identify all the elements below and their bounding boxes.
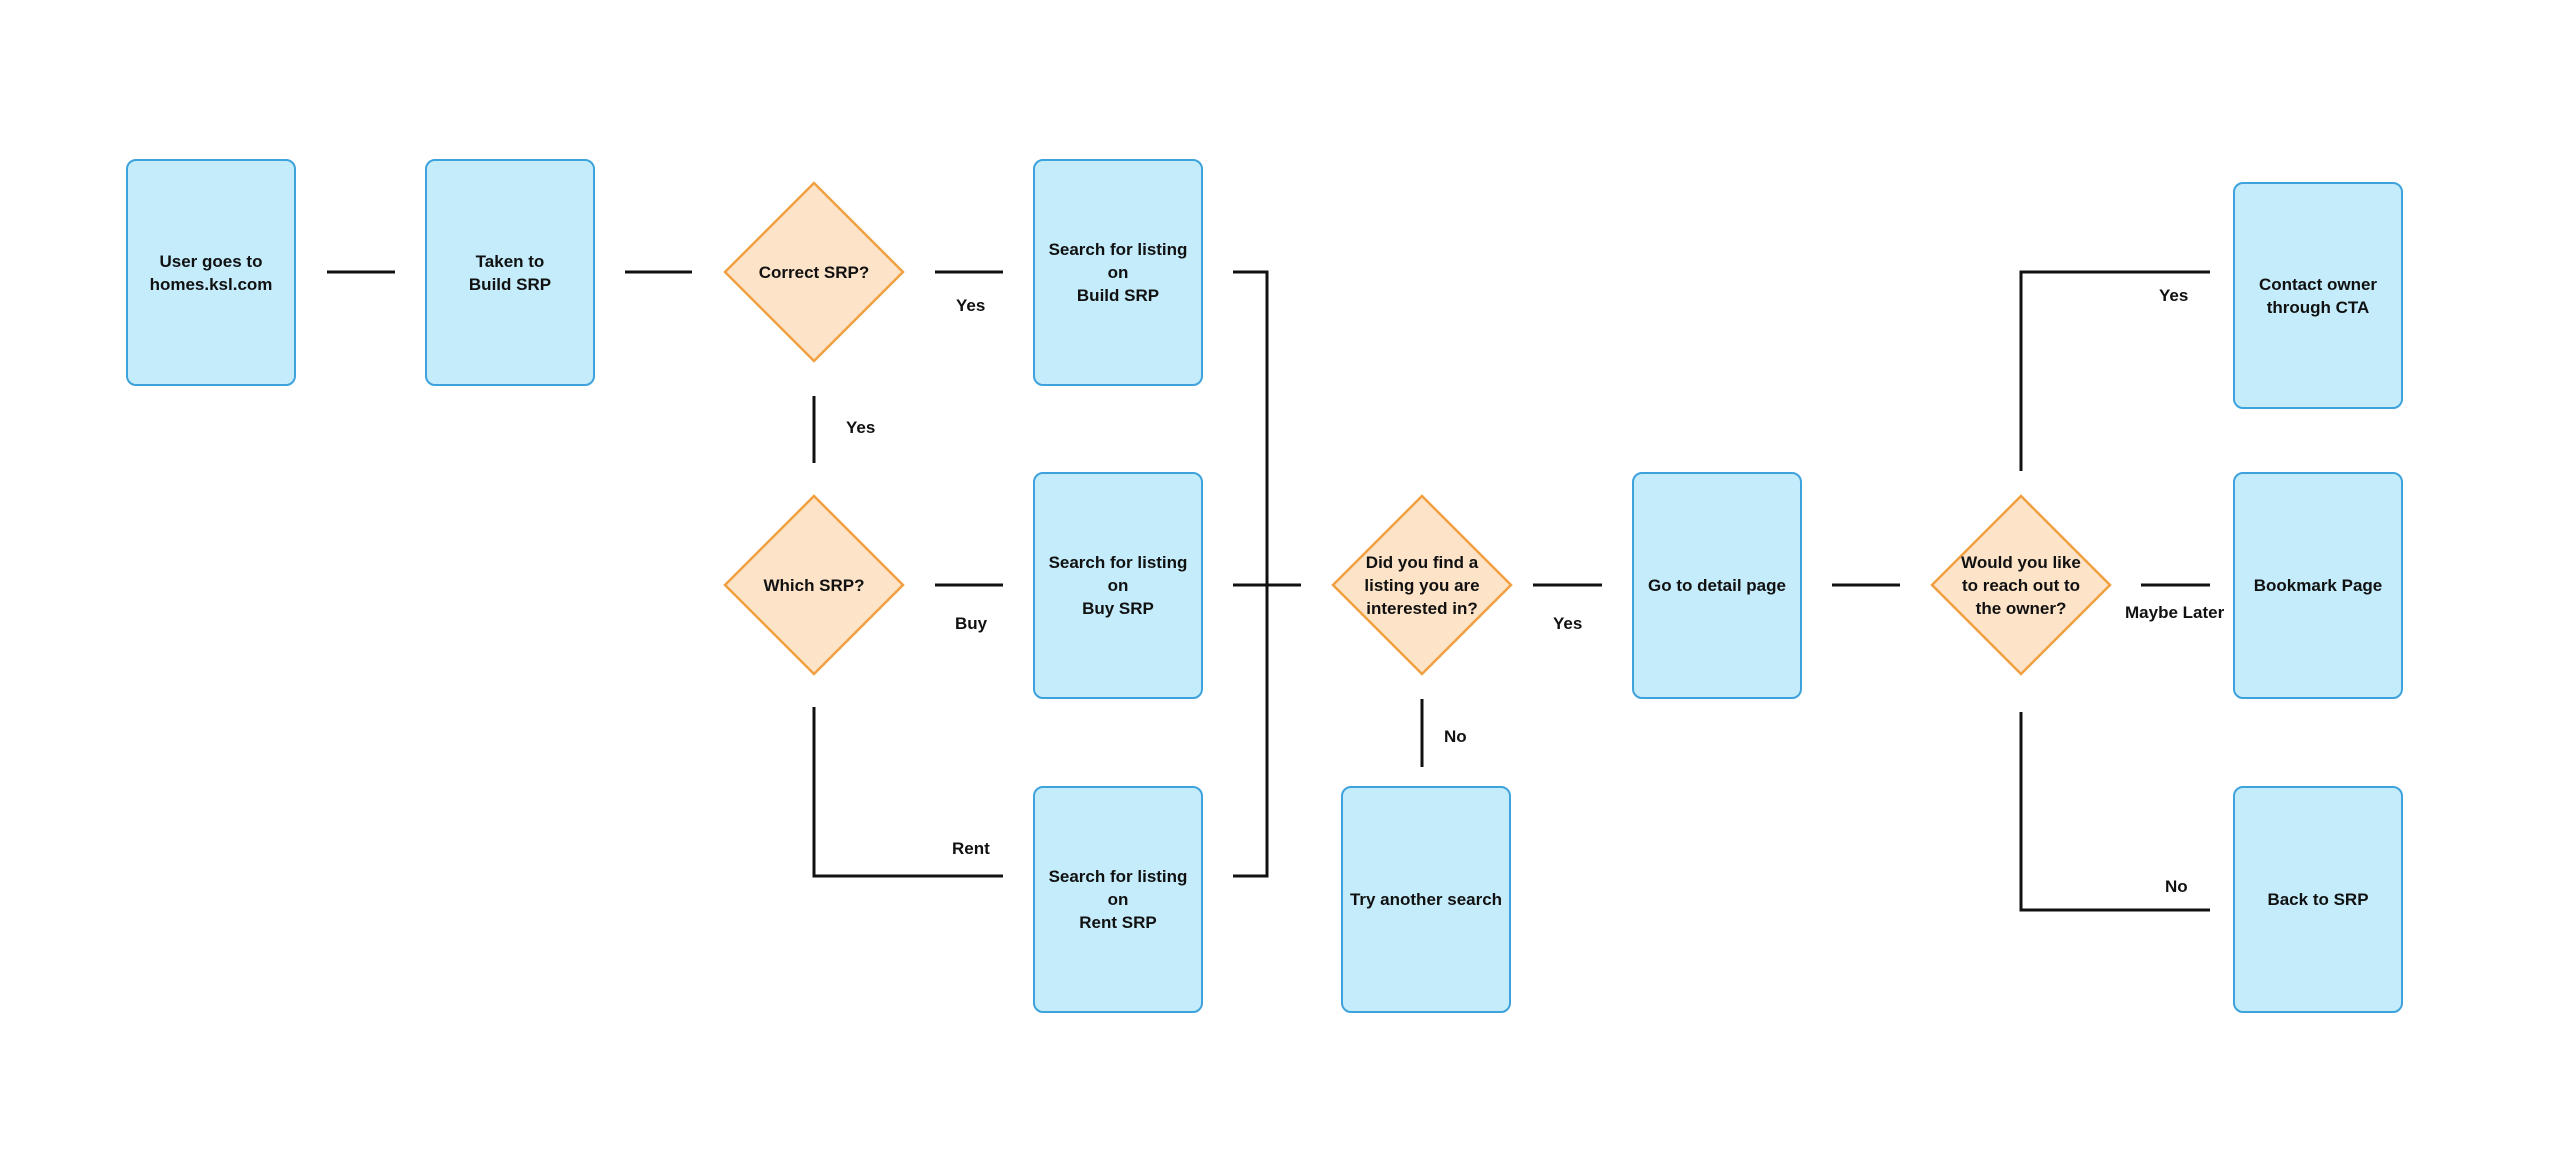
edge-label-maybe-later: Maybe Later (2125, 603, 2225, 622)
diamond-shape (1930, 494, 2112, 676)
decision-reach-owner: Would you like to reach out to the owner… (1929, 493, 2113, 677)
node-label: Taken to Build SRP (468, 251, 552, 294)
connector-reach-to-contact (2019, 270, 2210, 471)
edge-label-found-yes: Yes (1553, 614, 1583, 633)
diamond-shape (1331, 494, 1513, 676)
edge-label-found-no: No (1444, 727, 1467, 746)
node-label: Contact owner through CTA (2258, 274, 2378, 317)
decision-found-listing: Did you find a listing you are intereste… (1330, 493, 1514, 677)
node-label: Go to detail page (1648, 576, 1786, 595)
connector-reach-to-back (2019, 712, 2210, 912)
node-label: Search for listing on Rent SRP (1048, 867, 1188, 932)
connector-search-merge (1233, 270, 1269, 878)
connector-which-to-search-rent (812, 707, 1003, 878)
node-label: User goes to homes.ksl.com (149, 251, 273, 294)
decision-label: Which SRP? (763, 575, 865, 595)
decision-which-srp: Which SRP? (722, 493, 906, 677)
edge-label-owner-no: No (2165, 877, 2188, 896)
edge-label-buy: Buy (955, 614, 988, 633)
node-label: Search for listing on Build SRP (1048, 240, 1188, 305)
edge-label-which-yes: Yes (846, 418, 876, 437)
decision-label: Did you find a listing you are intereste… (1364, 552, 1480, 618)
node-search-build-srp: Search for listing on Build SRP (1033, 159, 1203, 386)
decision-correct-srp: Correct SRP? (722, 180, 906, 364)
node-try-another-search: Try another search (1341, 786, 1511, 1013)
decision-label: Would you like to reach out to the owner… (1961, 552, 2081, 618)
diamond-shape (723, 181, 905, 363)
edge-label-contact-yes: Yes (2159, 286, 2189, 305)
node-go-to-detail-page: Go to detail page (1632, 472, 1802, 699)
node-label: Search for listing on Buy SRP (1048, 553, 1188, 618)
node-bookmark-page: Bookmark Page (2233, 472, 2403, 699)
node-label: Bookmark Page (2253, 576, 2383, 595)
node-taken-to-build-srp: Taken to Build SRP (425, 159, 595, 386)
node-back-to-srp: Back to SRP (2233, 786, 2403, 1013)
edge-label-rent: Rent (952, 839, 990, 858)
node-label: Back to SRP (2267, 890, 2369, 909)
node-label: Try another search (1349, 890, 1503, 909)
edge-label-correct-yes: Yes (956, 296, 986, 315)
diamond-shape (723, 494, 905, 676)
node-user-goes-to-homes: User goes to homes.ksl.com (126, 159, 296, 386)
node-search-buy-srp: Search for listing on Buy SRP (1033, 472, 1203, 699)
node-contact-owner: Contact owner through CTA (2233, 182, 2403, 409)
decision-label: Correct SRP? (758, 262, 870, 282)
node-search-rent-srp: Search for listing on Rent SRP (1033, 786, 1203, 1013)
